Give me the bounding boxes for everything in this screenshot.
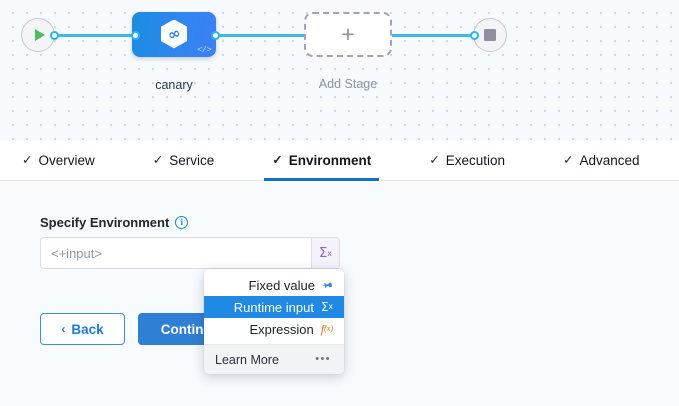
sigma-sup: x [328,302,333,312]
more-options-icon[interactable]: ••• [315,353,331,365]
play-icon [34,29,45,41]
sigma-sup: x [327,248,332,258]
learn-more-link[interactable]: Learn More [215,352,279,367]
stage-node-canary[interactable]: ∞ </> [132,12,216,57]
dropdown-item-label: Fixed value [248,277,315,293]
pipeline-start-node[interactable] [21,18,55,52]
sigma-glyph: Σ [320,300,329,314]
plus-icon: + [341,21,355,47]
specify-environment-field[interactable]: Σx [40,237,340,269]
pipeline-canvas[interactable]: ∞ </> + canary Add Stage [0,0,679,141]
tab-label: Advanced [579,153,640,168]
check-icon: ✓ [152,153,164,168]
port-end-in[interactable] [470,31,479,40]
stage-tabbar: ✓ Overview ✓ Service ✓ Environment ✓ Exe… [0,141,679,181]
fx-icon: f(x) [321,323,333,335]
info-icon[interactable]: i [175,216,189,229]
connector-addstage-to-end [392,34,474,37]
tab-execution[interactable]: ✓ Execution [429,141,505,180]
pipeline-canvas-inner: ∞ </> + canary Add Stage [0,0,679,141]
field-label-text: Specify Environment [40,215,170,230]
stage-glyph: ∞ [165,22,183,44]
stage-label-canary: canary [155,78,193,92]
connector-start-to-stage [54,34,136,37]
dropdown-item-label: Expression [249,321,314,337]
chevron-left-icon: ‹ [61,322,66,336]
dropdown-item-label: Runtime input [233,299,314,315]
add-stage-label: Add Stage [318,77,378,91]
port-stage-out[interactable] [211,31,220,40]
connector-stage-to-addstage [215,34,307,37]
port-stage-in[interactable] [131,31,140,40]
check-icon: ✓ [429,153,440,168]
environment-input[interactable] [41,238,311,268]
tab-label: Execution [445,153,506,168]
tab-label: Environment [288,153,372,168]
dropdown-item-fixed-value[interactable]: Fixed value [204,274,344,296]
dropdown-item-expression[interactable]: Expression f(x) [204,318,344,340]
pin-icon [320,277,335,292]
tab-label: Service [169,153,215,168]
back-button-label: Back [71,321,104,337]
back-button[interactable]: ‹ Back [40,313,125,345]
port-start-out[interactable] [50,31,59,40]
stop-icon [484,29,496,41]
fx-glyph: f [320,322,325,336]
check-icon: ✓ [563,153,574,168]
check-icon: ✓ [272,153,283,168]
hexagon-link-icon: ∞ [161,19,187,49]
tab-overview[interactable]: ✓ Overview [22,141,95,180]
check-icon: ✓ [22,153,33,168]
tab-service[interactable]: ✓ Service [153,141,215,180]
dropdown-footer[interactable]: Learn More ••• [204,344,344,374]
tab-environment[interactable]: ✓ Environment [264,141,380,181]
fx-sub: (x) [324,324,333,333]
add-stage-button[interactable]: + [304,12,392,57]
specify-environment-label: Specify Environment i [40,215,189,230]
code-badge-icon: </> [197,45,211,55]
tab-label: Overview [38,153,95,168]
tab-advanced[interactable]: ✓ Advanced [563,141,640,180]
sigma-icon: Σ [319,245,328,261]
